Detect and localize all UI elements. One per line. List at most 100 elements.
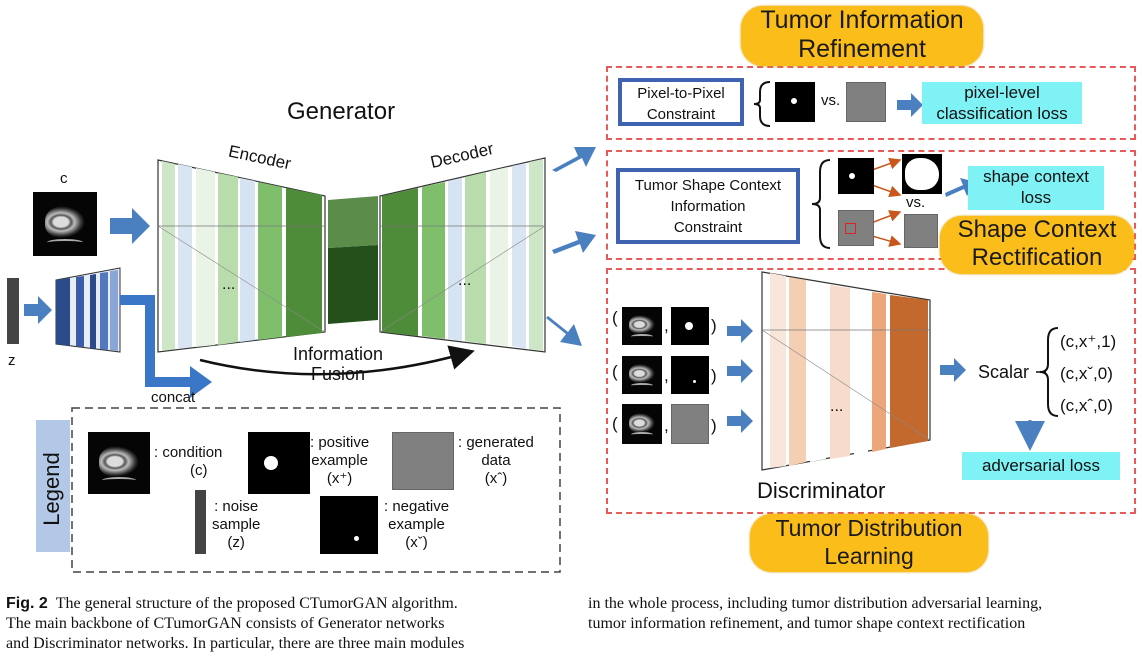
arrow-z-in [24,296,52,324]
shape-title-line-1: Shape Context [957,216,1117,243]
caption-column-2: in the whole process, including tumor di… [588,594,1138,634]
legend-generated-line-2: data [481,452,511,469]
caption-text-1: The general structure of the proposed CT… [55,595,458,612]
shape-constraint-line-1: Tumor Shape Context [634,177,782,194]
legend-positive-text: : positive example (x⁺) [310,434,369,488]
pair1-condition [622,307,662,345]
discriminator-dots: ... [830,398,844,415]
caption-line-5: tumor information refinement, and tumor … [588,615,1026,632]
fusion-line-2: Fusion [310,364,366,384]
caption-line-2: The main backbone of CTumorGAN consists … [6,615,445,632]
noise-bar [7,278,19,344]
concat-label: concat [151,389,196,406]
shape-loss-box: shape context loss [968,166,1104,210]
legend-generated-line-1: : generated [458,434,534,451]
pair3-condition [622,404,662,444]
condition-ct-image [33,192,97,256]
pixel-loss-box: pixel-level classification loss [922,82,1082,124]
pixel-loss-line-1: pixel-level [964,83,1040,102]
pair1-positive [671,307,709,345]
shape-loss-line-2: loss [1020,188,1052,207]
pixel-vs: vs. [821,92,841,109]
pixel-constraint-box: Pixel-to-Pixel Constraint [618,78,744,126]
legend-generated-image [392,432,454,490]
pair3-generated [671,404,709,444]
shape-title-line-2: Rectification [971,244,1103,271]
legend-negative-line-2: example [388,516,445,533]
legend-positive-line-3: (x⁺) [326,470,353,487]
pixel-constraint-line-1: Pixel-to-Pixel [637,85,725,102]
pair2-negative [671,356,709,394]
distribution-region [606,268,1136,514]
fusion-line-1: Information [292,344,384,364]
pixel-constraint-line-2: Constraint [646,106,716,123]
legend-tab [36,420,70,552]
pair3-comma: , [664,416,669,435]
refinement-title-pill: Tumor Information Refinement [741,6,983,66]
legend-generated-line-3: (xˆ) [484,470,508,487]
legend-positive-line-2: example [311,452,368,469]
caption-line-3: and Discriminator networks. In particula… [6,635,465,652]
adversarial-loss-box: adversarial loss [962,452,1120,480]
discriminator-title: Discriminator [757,478,886,503]
refinement-title-line-1: Tumor Information [760,6,964,34]
discriminator-block [761,271,931,471]
pair-out-1: (c,x⁺,1) [1060,332,1117,351]
z-label: z [8,352,16,369]
legend-condition-line-1: : condition [154,444,223,461]
distribution-title-line-2: Learning [824,543,914,569]
legend-box [71,407,561,573]
shape-constraint-box: Tumor Shape Context Information Constrai… [616,168,800,244]
caption-line-1: Fig. 2 The general structure of the prop… [6,594,562,614]
shape-constraint-line-3: Constraint [673,219,743,236]
decoder-block [379,157,546,353]
caption-column-1: Fig. 2 The general structure of the prop… [6,594,562,654]
pair2-close: ) [711,366,717,385]
legend-condition-line-2: (c) [190,462,208,479]
legend-noise-line-1: : noise [214,498,259,515]
pixel-generated-mask [846,82,886,122]
legend-generated-text: : generated data (xˆ) [458,434,534,488]
pair2-condition [622,356,662,394]
pair-row-3: ( [612,414,618,433]
concat-arrow [120,295,200,387]
figure-label: Fig. 2 [6,595,48,612]
pair-out-2: (c,xˇ,0) [1060,364,1113,383]
distribution-title-line-1: Tumor Distribution [775,515,963,541]
shape-vs: vs. [906,194,926,211]
shape-loss-line-1: shape context [983,167,1089,186]
legend-negative-line-1: : negative [384,498,450,515]
legend-negative-image [320,496,378,554]
legend-positive-line-1: : positive [310,434,370,451]
pair-row-1: ( [612,308,618,327]
pair2-comma: , [664,366,669,385]
shape-positive-mask [838,158,874,194]
arrow-c-in [110,208,150,244]
fusion-label: Information Fusion [288,344,388,384]
pair1-comma: , [664,316,669,335]
encoder-block [157,159,326,353]
legend-negative-line-3: (xˇ) [405,534,428,551]
pair-out-3: (c,xˆ,0) [1060,396,1113,415]
shape-region [606,150,1136,260]
shape-title-pill: Shape Context Rectification [940,216,1134,274]
z-block [55,267,121,353]
scalar-label: Scalar [978,362,1030,382]
shape-generated-mask [838,210,874,246]
refinement-region [606,66,1136,140]
pair-row-2: ( [612,362,618,381]
fusion-arrow [199,345,475,376]
bracket-pixel [753,81,771,127]
shape-constraint-line-2: Information [670,198,746,215]
pixel-loss-line-2: classification loss [936,104,1068,123]
legend-title: Legend [39,452,64,526]
bottleneck-block [328,196,378,324]
shape-contour-mask [902,154,942,194]
output-arrows [546,147,596,346]
legend-noise-line-2: sample [212,516,261,533]
legend-condition-text: : condition (c) [154,444,222,480]
legend-positive-image [248,432,310,494]
caption-line-4: in the whole process, including tumor di… [588,595,1043,612]
encoder-dots: ... [222,276,236,293]
